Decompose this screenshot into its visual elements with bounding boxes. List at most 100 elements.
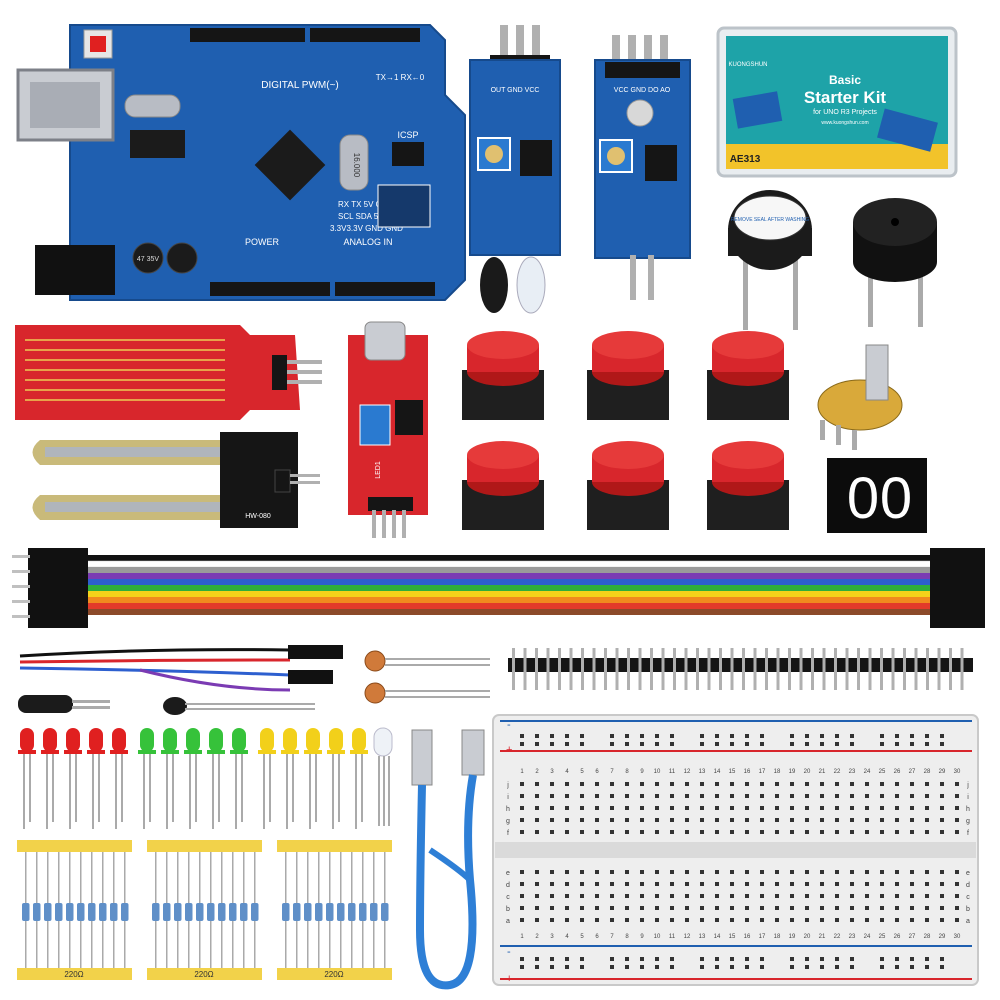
bb-rail-hole	[715, 734, 719, 738]
bb-column-number: 15	[729, 769, 736, 775]
push-button-2	[587, 331, 669, 420]
bb-hole	[700, 894, 704, 898]
bb-hole	[760, 906, 764, 910]
bb-hole	[640, 818, 644, 822]
bb-hole	[685, 818, 689, 822]
bb-row-letter: d	[506, 882, 510, 889]
bb-rail-hole	[535, 734, 539, 738]
push-button-3	[707, 331, 789, 420]
resistor-body	[381, 903, 389, 921]
bb-hole	[775, 782, 779, 786]
ir-pin-labels: OUT GND VCC	[491, 87, 540, 94]
bb-hole	[760, 806, 764, 810]
bb-hole	[610, 870, 614, 874]
bb-hole	[790, 794, 794, 798]
header-pin	[914, 648, 918, 690]
bb-column-number: 18	[774, 934, 781, 940]
bb-hole	[700, 906, 704, 910]
bb-hole	[625, 870, 629, 874]
soil-sensor-label: HW-080	[245, 513, 271, 520]
bb-hole	[850, 906, 854, 910]
bb-rail-hole	[790, 742, 794, 746]
bb-hole	[685, 870, 689, 874]
bb-hole	[520, 870, 524, 874]
resistor-body	[218, 903, 226, 921]
led	[41, 728, 59, 829]
bb-column-number: 1	[520, 769, 524, 775]
header-pin	[615, 648, 619, 690]
header-pin	[684, 648, 688, 690]
bb-column-number: 24	[864, 934, 871, 940]
bb-column-number: 2	[535, 934, 539, 940]
bb-hole	[760, 782, 764, 786]
icsp-label: ICSP	[397, 130, 418, 140]
bb-column-number: 16	[744, 934, 751, 940]
bb-hole	[760, 918, 764, 922]
digital-header-1	[190, 28, 305, 42]
bb-hole	[730, 830, 734, 834]
crystal-oscillator	[339, 134, 369, 191]
bb-row-letter: g	[966, 818, 970, 825]
bb-hole	[700, 806, 704, 810]
bb-column-number: 6	[595, 934, 599, 940]
digital-header-2	[310, 28, 420, 42]
bb-rail-hole	[550, 965, 554, 969]
bb-rail-hole	[835, 957, 839, 961]
bb-hole	[820, 794, 824, 798]
bb-hole	[595, 894, 599, 898]
bb-hole	[805, 830, 809, 834]
bb-rail-hole	[835, 742, 839, 746]
bb-column-number: 12	[684, 769, 691, 775]
bb-rail-hole	[850, 957, 854, 961]
bb-hole	[565, 782, 569, 786]
potentiometer	[817, 344, 903, 450]
led	[87, 728, 105, 829]
resistor-body	[121, 903, 129, 921]
bb-hole	[580, 818, 584, 822]
header-pin	[822, 648, 826, 690]
bb-hole	[685, 894, 689, 898]
resistor-body	[229, 903, 237, 921]
resistor-body	[348, 903, 356, 921]
bb-hole	[835, 782, 839, 786]
bb-hole	[940, 870, 944, 874]
power-header	[210, 282, 330, 296]
bb-hole	[550, 794, 554, 798]
bb-hole	[955, 894, 959, 898]
bb-rail-hole	[655, 734, 659, 738]
bb-hole	[550, 882, 554, 886]
bb-hole	[745, 906, 749, 910]
rail-minus-top: -	[507, 719, 511, 731]
bb-hole	[940, 782, 944, 786]
led	[230, 728, 248, 829]
header-pin	[788, 648, 791, 690]
bb-hole	[820, 894, 824, 898]
bb-hole	[520, 818, 524, 822]
bb-hole	[880, 906, 884, 910]
bb-rail-hole	[880, 742, 884, 746]
bb-hole	[565, 906, 569, 910]
bb-rail-hole	[895, 957, 899, 961]
bb-rail-hole	[805, 734, 809, 738]
bb-row-letter: e	[966, 870, 970, 877]
uno-r3-board: 16.000 47 35V ICSP DIGITAL PWM(~) TX→1 R…	[16, 24, 466, 301]
bb-hole	[835, 882, 839, 886]
bb-hole	[865, 794, 869, 798]
bb-rail-hole	[580, 742, 584, 746]
bb-rail-hole	[700, 957, 704, 961]
bb-hole	[880, 818, 884, 822]
bb-hole	[955, 906, 959, 910]
bb-hole	[955, 870, 959, 874]
rail-plus-top: +	[506, 744, 512, 756]
bb-row-letter: e	[506, 870, 510, 877]
bb-rail-hole	[820, 734, 824, 738]
bb-hole	[580, 894, 584, 898]
bb-hole	[700, 918, 704, 922]
resistor-body	[196, 903, 204, 921]
bb-hole	[775, 918, 779, 922]
bb-hole	[535, 870, 539, 874]
bb-column-number: 21	[819, 934, 826, 940]
bb-column-number: 9	[640, 934, 644, 940]
bb-column-number: 5	[580, 769, 584, 775]
resistor-body	[359, 903, 367, 921]
